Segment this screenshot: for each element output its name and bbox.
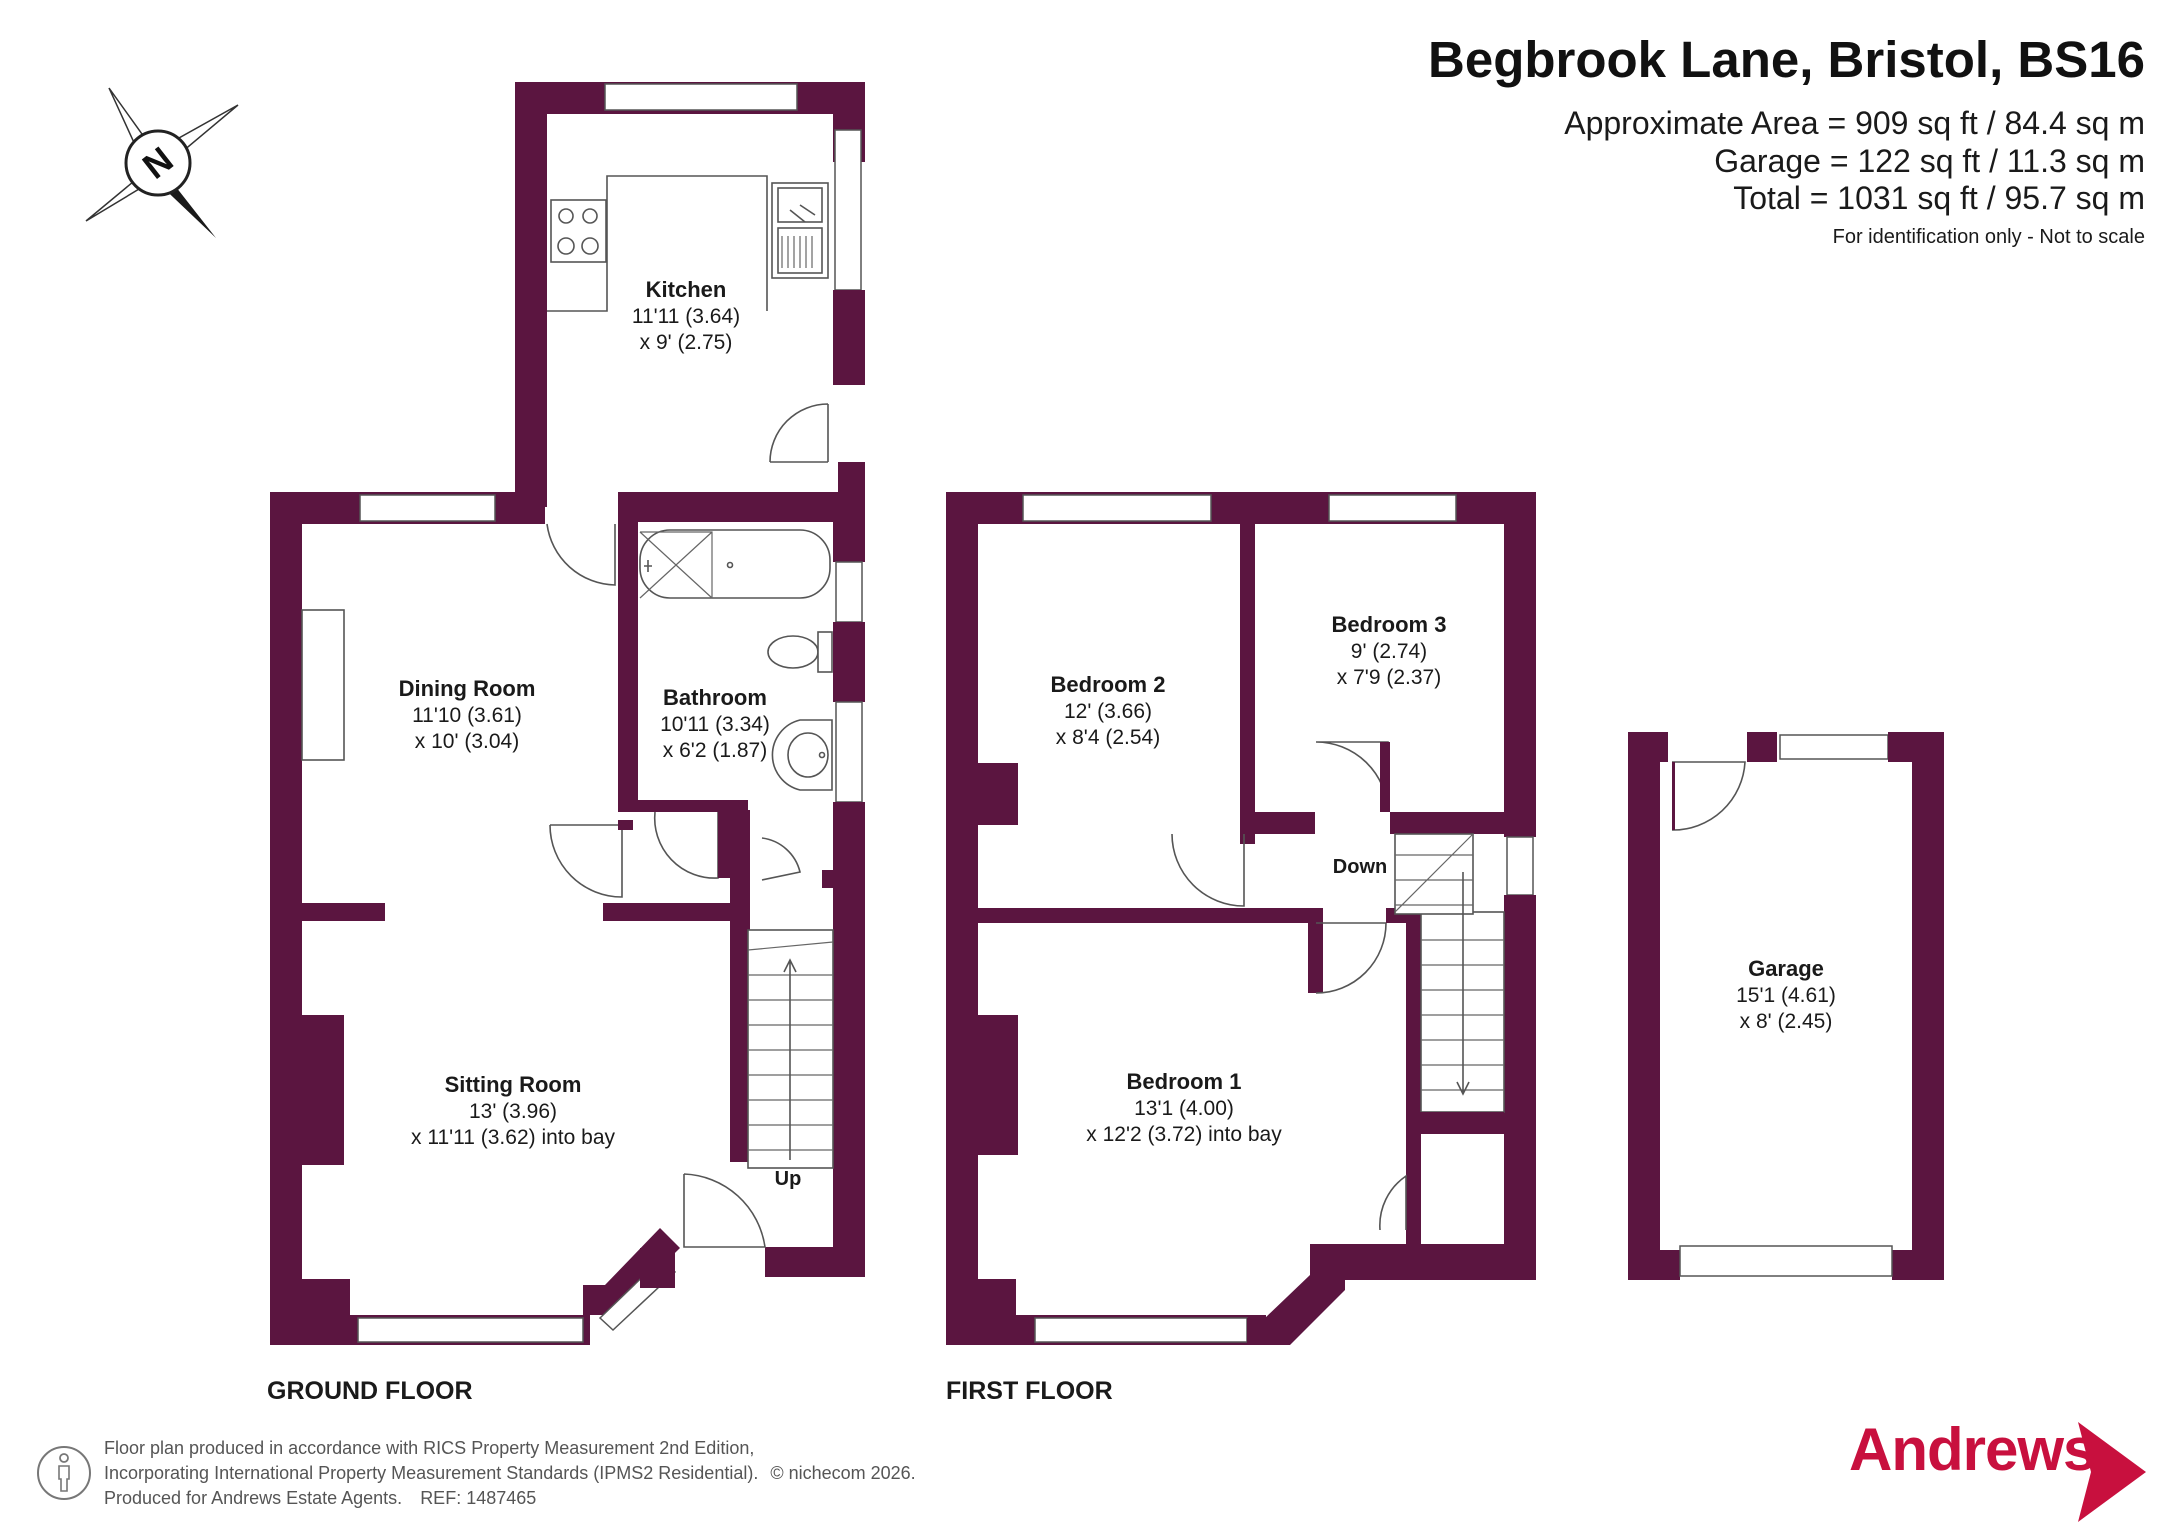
compass-icon: N xyxy=(85,87,239,238)
copyright-text: © nichecom 2026. xyxy=(770,1463,916,1483)
kitchen-dim1: 11'11 (3.64) xyxy=(632,305,740,328)
bedroom-2-label: Bedroom 2 xyxy=(1051,672,1166,697)
andrews-logo: Andrews xyxy=(1849,1416,2096,1483)
garage-dim2: x 8' (2.45) xyxy=(1740,1010,1833,1033)
footer-line-3: Produced for Andrews Estate Agents. xyxy=(104,1488,403,1508)
ground-floor-label: GROUND FLOOR xyxy=(267,1377,473,1405)
first-floor-label: FIRST FLOOR xyxy=(946,1377,1113,1405)
bedroom-3-label: Bedroom 3 xyxy=(1332,612,1447,637)
dining-room-dim1: 11'10 (3.61) xyxy=(412,704,522,727)
footer-notes: Floor plan produced in accordance with R… xyxy=(104,1436,916,1511)
dining-room-dim2: x 10' (3.04) xyxy=(415,730,519,753)
bedroom-1-dim2: x 12'2 (3.72) into bay xyxy=(1086,1123,1282,1146)
garage-dim1: 15'1 (4.61) xyxy=(1736,984,1836,1007)
bedroom-1-dim1: 13'1 (4.00) xyxy=(1134,1097,1234,1120)
kitchen-dim2: x 9' (2.75) xyxy=(640,331,733,354)
bedroom-2-dim2: x 8'4 (2.54) xyxy=(1056,726,1160,749)
bedroom-3-dim2: x 7'9 (2.37) xyxy=(1337,666,1441,689)
stairs-down-label: Down xyxy=(1333,856,1387,878)
footer-line-2: Incorporating International Property Mea… xyxy=(104,1463,759,1483)
property-title: Begbrook Lane, Bristol, BS16 xyxy=(1428,31,2145,88)
garage-area: Garage = 122 sq ft / 11.3 sq m xyxy=(1714,143,2145,179)
garage-label: Garage xyxy=(1748,956,1824,981)
bedroom-1-label: Bedroom 1 xyxy=(1127,1069,1242,1094)
chevron-right-icon xyxy=(2078,1422,2146,1522)
bathroom-dim1: 10'11 (3.34) xyxy=(660,713,770,736)
stairs-up-label: Up xyxy=(775,1168,802,1190)
dining-room-label: Dining Room xyxy=(399,676,536,701)
bathroom-dim2: x 6'2 (1.87) xyxy=(663,739,767,762)
sitting-room-dim1: 13' (3.96) xyxy=(469,1100,557,1123)
bedroom-3-dim1: 9' (2.74) xyxy=(1351,640,1427,663)
kitchen-label: Kitchen xyxy=(646,277,727,302)
sitting-room-label: Sitting Room xyxy=(445,1072,582,1097)
garage-plan xyxy=(1628,732,1944,1280)
total-area: Total = 1031 sq ft / 95.7 sq m xyxy=(1733,180,2145,216)
sitting-room-dim2: x 11'11 (3.62) into bay xyxy=(411,1126,616,1149)
scale-disclaimer: For identification only - Not to scale xyxy=(1832,226,2145,248)
approximate-area: Approximate Area = 909 sq ft / 84.4 sq m xyxy=(1564,105,2145,141)
ground-floor-plan xyxy=(270,82,865,1345)
first-floor-plan xyxy=(946,492,1536,1345)
reference-number: REF: 1487465 xyxy=(420,1488,537,1508)
person-icon xyxy=(37,1446,91,1500)
bedroom-2-dim1: 12' (3.66) xyxy=(1064,700,1152,723)
bathroom-label: Bathroom xyxy=(663,685,767,710)
footer-line-1: Floor plan produced in accordance with R… xyxy=(104,1438,755,1458)
